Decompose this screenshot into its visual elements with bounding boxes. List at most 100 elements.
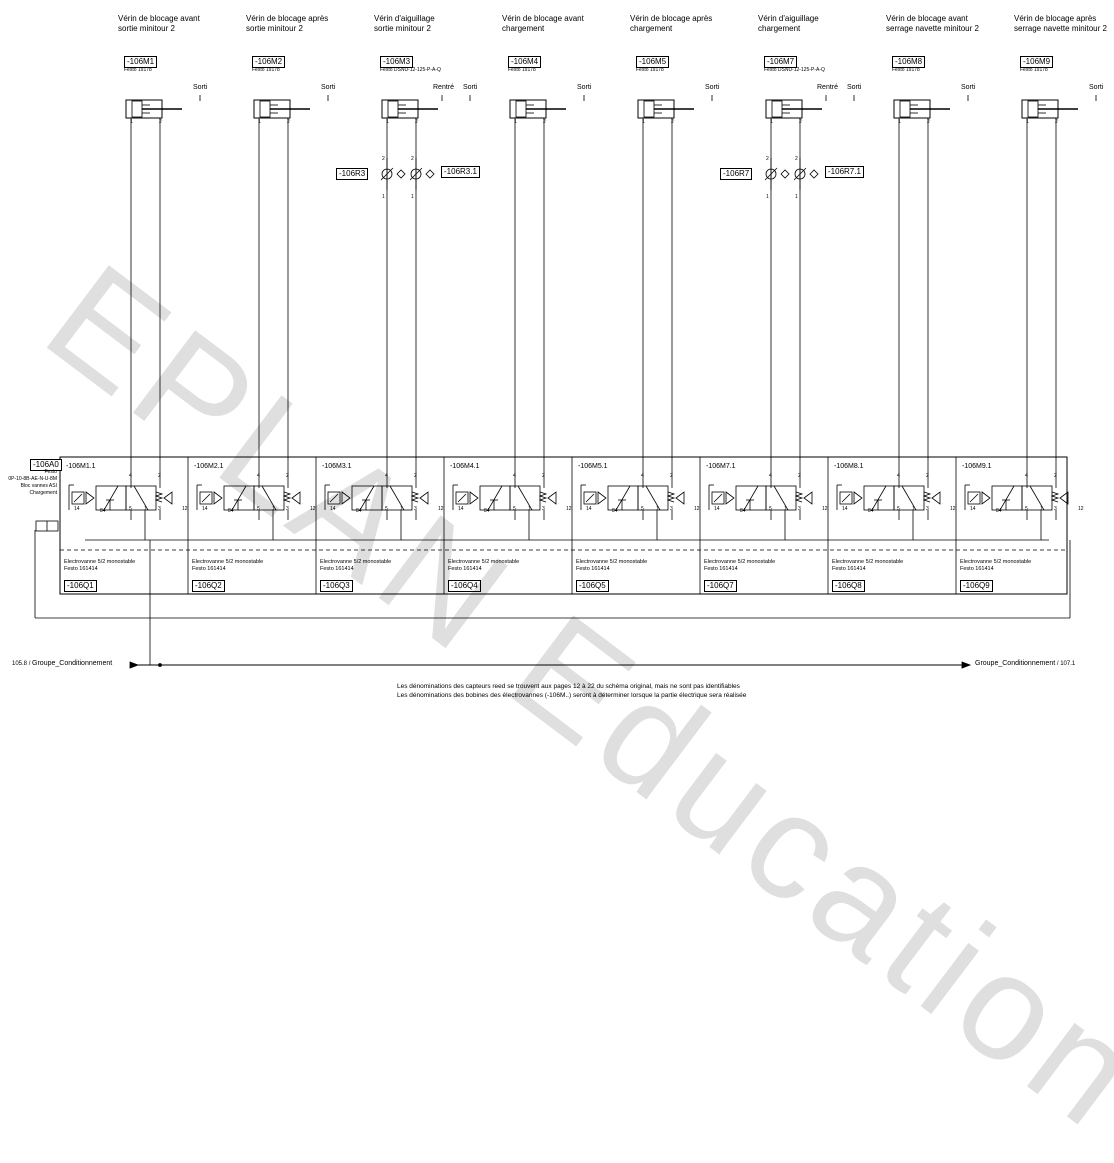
flow-control-valve xyxy=(793,158,819,190)
cylinder-title: Vérin de blocage après xyxy=(630,14,713,23)
sensor-position-label: Sorti xyxy=(193,84,208,91)
valve-port-label: 2 xyxy=(158,473,161,479)
port-label: 1 xyxy=(386,119,389,125)
cylinder-title: Vérin de blocage avant xyxy=(118,14,200,23)
valve-port-label: 84 xyxy=(868,508,874,514)
solenoid-diagonal xyxy=(969,493,979,503)
flow-control-valve xyxy=(764,158,790,190)
footnote: Les dénominations des bobines des électr… xyxy=(397,692,747,699)
valve-port-label: 5 xyxy=(1025,506,1028,512)
cylinder-title: Vérin d'aiguillage xyxy=(374,14,435,23)
valve-coil-tag: -106Q3 xyxy=(320,580,353,592)
cylinder-piston xyxy=(387,100,399,118)
valve-port-label: 2 xyxy=(798,473,801,479)
solenoid-diagonal xyxy=(201,493,211,503)
valve-label: -106M1.1 xyxy=(66,463,96,470)
supply-crossref-left: 105.8 / Groupe_Conditionnement xyxy=(12,660,112,668)
valve-port-label: 12 xyxy=(310,506,316,512)
valve-position-right xyxy=(637,485,669,511)
valve-port-label: 84 xyxy=(484,508,490,514)
cylinder-title: sortie minitour 2 xyxy=(374,24,431,33)
port-label: 2 xyxy=(795,156,798,162)
flow-arrow xyxy=(487,485,503,511)
valve-port-label: 1 xyxy=(912,506,915,512)
valve-label: -106M5.1 xyxy=(578,463,608,470)
port-label: 2 xyxy=(382,156,385,162)
cylinder-piston xyxy=(899,100,911,118)
pilot-triangle xyxy=(853,491,863,505)
valve-part-number: Festo 161414 xyxy=(64,566,98,572)
spring-triangle xyxy=(675,491,685,505)
cylinder-part-number: Festo DSNU-12-125-P-A-Q xyxy=(380,67,441,73)
valve-label: -106M7.1 xyxy=(706,463,736,470)
spring-triangle xyxy=(1059,491,1069,505)
valve-port-label: 5 xyxy=(513,506,516,512)
valve-port-label: 12 xyxy=(438,506,444,512)
solenoid-symbol xyxy=(327,491,341,505)
port-label: 2 xyxy=(415,119,418,125)
valve-port-label: 5 xyxy=(385,506,388,512)
valve-terminal-tag: -106A0 xyxy=(30,459,62,471)
cylinder-piston xyxy=(643,100,655,118)
check-valve-symbol xyxy=(809,169,819,179)
check-valve-symbol xyxy=(396,169,406,179)
solenoid-diagonal xyxy=(329,493,339,503)
spring-return-symbol xyxy=(282,491,292,503)
valve-port-label: 14 xyxy=(842,506,848,512)
valve-port-label: 14 xyxy=(458,506,464,512)
flow-control-valve xyxy=(380,158,406,190)
valve-coil-tag: -106Q2 xyxy=(192,580,225,592)
flow-valve-tag: -106R3.1 xyxy=(441,166,480,178)
flow-control-valve xyxy=(409,158,435,190)
valve-part-number: Festo 161414 xyxy=(320,566,354,572)
pilot-triangle xyxy=(981,491,991,505)
valve-port-label: 1 xyxy=(144,506,147,512)
check-valve-symbol xyxy=(780,169,790,179)
valve-port-label: 14 xyxy=(586,506,592,512)
valve-port-label: 4 xyxy=(641,473,644,479)
junction-dot xyxy=(158,663,162,667)
cylinder-tag: -106M2 xyxy=(252,56,286,68)
port-label: 2 xyxy=(411,156,414,162)
valve-port-label: 4 xyxy=(129,473,132,479)
valve-port-label: 2 xyxy=(926,473,929,479)
valve-port-label: 12 xyxy=(566,506,572,512)
cylinder-title: Vérin de blocage après xyxy=(1014,14,1097,23)
valve-port-label: 84 xyxy=(356,508,362,514)
valve-port-label: 2 xyxy=(1054,473,1057,479)
valve-port-label: 3 xyxy=(926,506,929,512)
cylinder-piston xyxy=(131,100,143,118)
cylinder-tag: -106M9 xyxy=(1020,56,1054,68)
footnote: Les dénominations des capteurs reed se t… xyxy=(397,683,740,690)
valve-port-label: 4 xyxy=(897,473,900,479)
port-label: 1 xyxy=(382,194,385,200)
schematic-lines xyxy=(34,95,1097,669)
valve-position-right xyxy=(381,485,413,511)
valve-coil-tag: -106Q5 xyxy=(576,580,609,592)
valve-port-label: 5 xyxy=(257,506,260,512)
cylinder-tag: -106M3 xyxy=(380,56,414,68)
cylinder-title: Vérin de blocage avant xyxy=(886,14,968,23)
valve-position-right xyxy=(253,485,285,511)
valve-coil-tag: -106Q7 xyxy=(704,580,737,592)
sensor-position-label: Sorti xyxy=(463,84,478,91)
port-label: 1 xyxy=(258,119,261,125)
flow-arrow xyxy=(261,485,277,511)
spring-triangle xyxy=(291,491,301,505)
crossref-label: Groupe_Conditionnement xyxy=(975,660,1056,667)
sensor-position-label: Sorti xyxy=(705,84,720,91)
spring-return-symbol xyxy=(666,491,676,503)
sensor-position-label: Sorti xyxy=(961,84,976,91)
solenoid-symbol xyxy=(967,491,981,505)
valve-part-number: Festo 161414 xyxy=(448,566,482,572)
port-label: 1 xyxy=(1026,119,1029,125)
pilot-triangle xyxy=(85,491,95,505)
port-label: 1 xyxy=(130,119,133,125)
valve-port-label: 3 xyxy=(798,506,801,512)
valve-part-number: Festo 161414 xyxy=(576,566,610,572)
valve-port-label: 3 xyxy=(542,506,545,512)
pneumatic-schematic-page: Vérin de blocage avant sortie minitour 2 -… xyxy=(8,14,1114,1161)
valve-port-label: 14 xyxy=(202,506,208,512)
valve-port-label: 5 xyxy=(129,506,132,512)
port-label: 1 xyxy=(642,119,645,125)
